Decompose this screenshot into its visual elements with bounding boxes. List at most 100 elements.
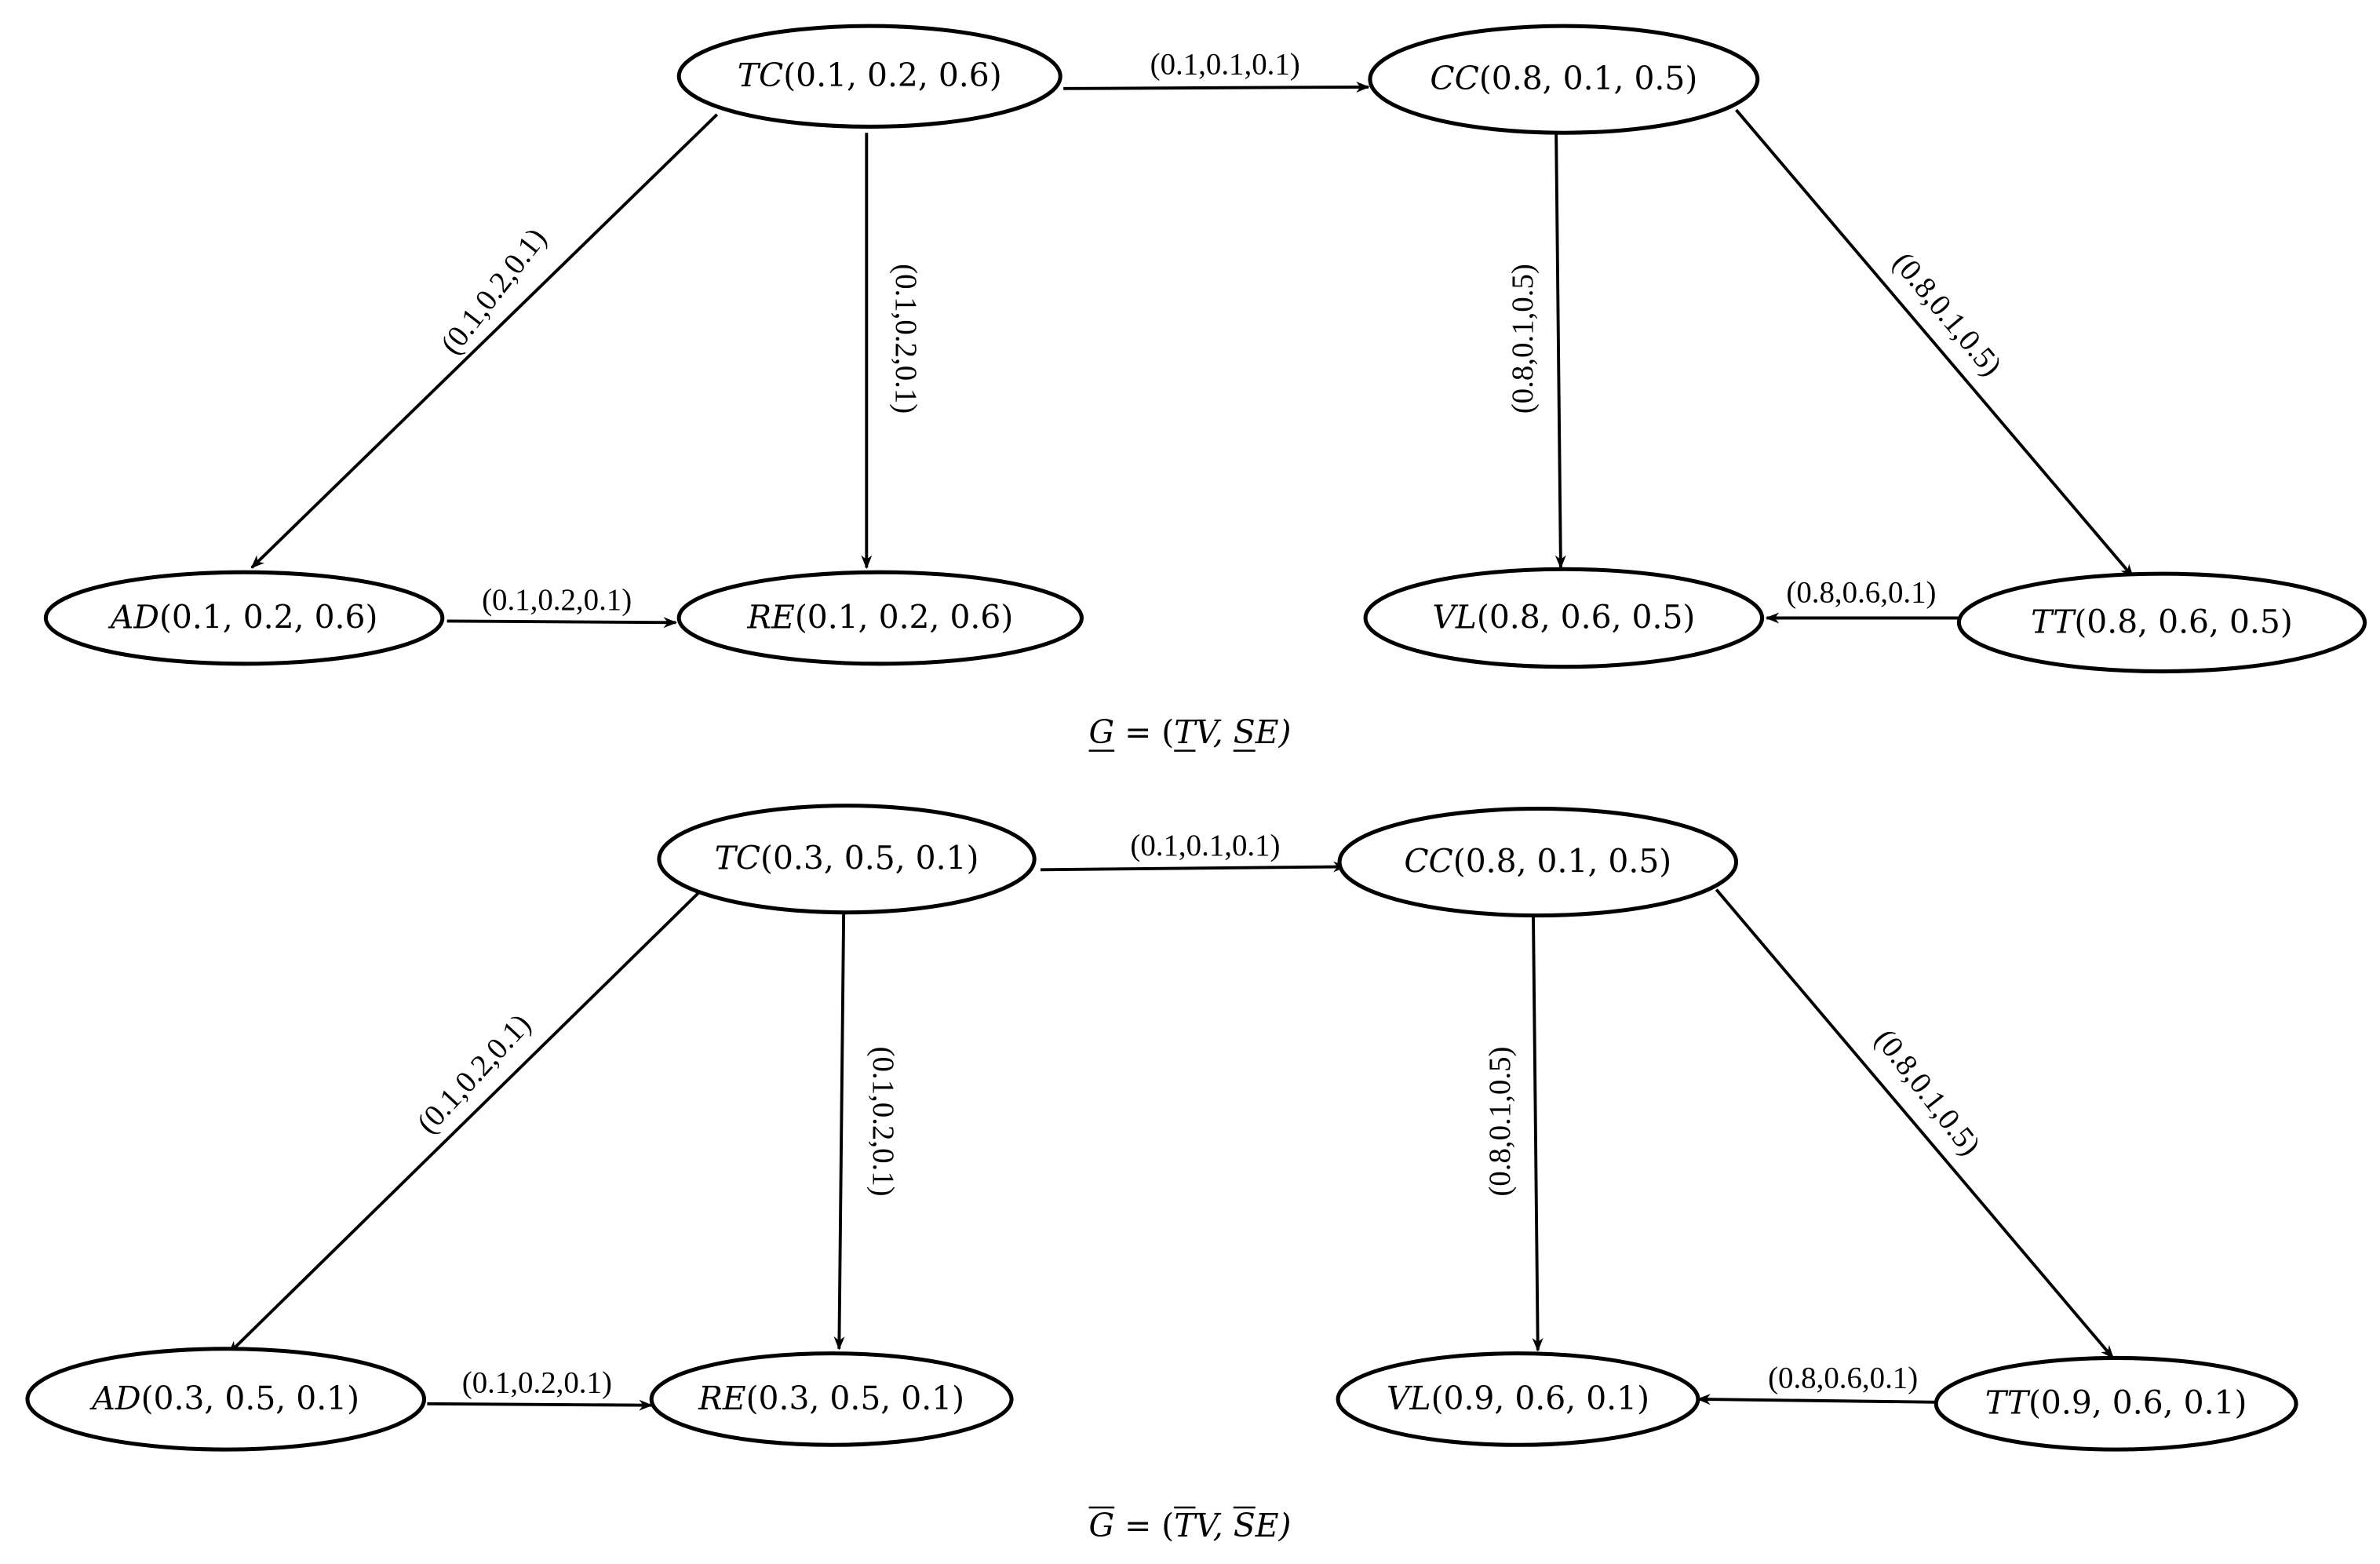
caption-part: E) (1255, 1507, 1292, 1544)
node-name: TC (738, 57, 783, 94)
node-ad: AD(0.3, 0.5, 0.1) (25, 1347, 427, 1452)
node-name: VL (1387, 1379, 1431, 1416)
caption-part: S (1234, 713, 1256, 751)
caption-part: E) (1255, 713, 1292, 751)
node-values: (0.3, 0.5, 0.1) (746, 1379, 964, 1416)
node-re: RE(0.1, 0.2, 0.6) (676, 570, 1084, 666)
edge-arrow (446, 617, 678, 629)
node-label: TT(0.8, 0.6, 0.5) (2031, 603, 2293, 640)
edge-arrow (1715, 888, 2115, 1359)
node-values: (0.3, 0.5, 0.1) (141, 1379, 359, 1416)
edge-arrow (1697, 1394, 1938, 1405)
node-ellipse (25, 1347, 427, 1452)
caption-part: T (1174, 713, 1197, 751)
edge-ad-re: (0.1,0.2,0.1) (446, 583, 678, 629)
node-ad: AD(0.1, 0.2, 0.6) (43, 570, 445, 666)
node-name: VL (1432, 598, 1477, 636)
edge-tc-re: (0.1,0.2,0.1) (833, 912, 900, 1351)
node-cc: CC(0.8, 0.1, 0.5) (1337, 806, 1739, 918)
caption-part: V, (1195, 1507, 1233, 1544)
edge-label: (0.1,0.2,0.1) (866, 1047, 900, 1197)
edge-label: (0.8,0.1,0.5) (1483, 1047, 1517, 1197)
node-name: AD (108, 598, 159, 636)
edge-ad-re: (0.1,0.2,0.1) (427, 1365, 653, 1411)
edge-cc-tt: (0.8,0.1,0.5) (1715, 888, 2115, 1359)
node-name: AD (89, 1379, 140, 1416)
node-name: RE (746, 598, 795, 636)
caption-part: T (1174, 1507, 1197, 1544)
graph-lower-bound: (0.1,0.1,0.1) (0.1,0.2,0.1) (0.1,0.2,0.1) (… (43, 24, 2367, 752)
node-values: (0.8, 0.1, 0.5) (1453, 842, 1671, 880)
edge-arrow (1735, 108, 2134, 578)
caption-part: G (1089, 713, 1115, 751)
edge-tc-cc: (0.1,0.1,0.1) (1063, 48, 1370, 93)
node-ellipse (657, 804, 1037, 915)
edge-arrow (1532, 912, 1544, 1352)
edge-cc-vl: (0.8,0.1,0.5) (1483, 912, 1544, 1352)
edge-arrow (1063, 81, 1370, 93)
edge-label: (0.1,0.1,0.1) (1150, 48, 1300, 82)
edge-label: (0.1,0.1,0.1) (1130, 829, 1280, 862)
node-name: CC (1430, 60, 1478, 97)
edge-label: (0.1,0.2,0.1) (410, 1008, 538, 1140)
node-vl: VL(0.9, 0.6, 0.1) (1336, 1351, 1700, 1447)
node-ellipse (1336, 1351, 1700, 1447)
edge-tc-re: (0.1,0.2,0.1) (861, 133, 923, 570)
graph-caption: G = (TV, SE) (1089, 713, 1292, 751)
node-tc: TC(0.3, 0.5, 0.1) (657, 804, 1037, 915)
graph-upper-bound: (0.1,0.1,0.1) (0.1,0.2,0.1) (0.1,0.2,0.1) (… (25, 804, 2298, 1544)
edge-label: (0.8,0.6,0.1) (1786, 575, 1936, 609)
node-label: CC(0.8, 0.1, 0.5) (1404, 842, 1671, 880)
edge-arrow (228, 891, 700, 1355)
node-values: (0.3, 0.5, 0.1) (760, 839, 979, 877)
node-label: RE(0.3, 0.5, 0.1) (698, 1379, 964, 1416)
node-ellipse (1934, 1355, 2298, 1452)
caption-part: V, (1195, 713, 1233, 751)
node-values: (0.9, 0.6, 0.1) (2028, 1384, 2247, 1421)
edge-arrow (1040, 861, 1347, 873)
node-ellipse (1956, 571, 2367, 674)
caption-part: S (1234, 1507, 1256, 1544)
edge-label: (0.8,0.6,0.1) (1768, 1362, 1918, 1395)
node-values: (0.8, 0.1, 0.5) (1479, 60, 1697, 97)
caption-part: G (1089, 1507, 1115, 1544)
edge-label: (0.1,0.2,0.1) (482, 583, 632, 617)
node-label: VL(0.8, 0.6, 0.5) (1432, 598, 1695, 636)
node-ellipse (1363, 567, 1765, 669)
caption-part: = ( (1114, 713, 1174, 751)
node-tc: TC(0.1, 0.2, 0.6) (676, 24, 1062, 129)
node-name: CC (1404, 842, 1452, 880)
edge-label: (0.8,0.1,0.5) (1886, 246, 2009, 382)
node-ellipse (676, 570, 1084, 666)
node-label: TT(0.9, 0.6, 0.1) (1985, 1384, 2247, 1421)
node-name: TT (1985, 1384, 2031, 1421)
node-values: (0.8, 0.6, 0.5) (2074, 603, 2292, 640)
node-cc: CC(0.8, 0.1, 0.5) (1368, 24, 1760, 135)
node-ellipse (1368, 24, 1760, 135)
edge-cc-tt: (0.8,0.1,0.5) (1735, 108, 2134, 578)
node-values: (0.1, 0.2, 0.6) (795, 598, 1013, 636)
node-values: (0.9, 0.6, 0.1) (1431, 1379, 1649, 1416)
edge-tc-cc: (0.1,0.1,0.1) (1040, 829, 1347, 873)
node-vl: VL(0.8, 0.6, 0.5) (1363, 567, 1765, 669)
node-label: RE(0.1, 0.2, 0.6) (746, 598, 1013, 636)
edge-label: (0.1,0.2,0.1) (889, 264, 923, 414)
node-values: (0.1, 0.2, 0.6) (783, 57, 1001, 94)
node-name: TC (715, 839, 760, 877)
edge-label: (0.1,0.2,0.1) (462, 1365, 612, 1399)
node-name: TT (2031, 603, 2076, 640)
edge-label: (0.8,0.1,0.5) (1506, 264, 1540, 414)
edge-tc-ad: (0.1,0.2,0.1) (228, 891, 700, 1355)
node-tt: TT(0.9, 0.6, 0.1) (1934, 1355, 2298, 1452)
edge-tt-vl: (0.8,0.6,0.1) (1697, 1362, 1938, 1405)
node-re: RE(0.3, 0.5, 0.1) (649, 1351, 1014, 1447)
edge-tt-vl: (0.8,0.6,0.1) (1765, 575, 1961, 624)
graph-caption: G = (TV, SE) (1089, 1507, 1292, 1544)
edge-tc-ad: (0.1,0.2,0.1) (250, 113, 719, 569)
caption-part: = ( (1114, 1507, 1174, 1544)
node-label: VL(0.9, 0.6, 0.1) (1387, 1379, 1649, 1416)
edge-arrow (250, 113, 719, 569)
edge-cc-vl: (0.8,0.1,0.5) (1506, 133, 1566, 570)
node-ellipse (676, 24, 1062, 129)
